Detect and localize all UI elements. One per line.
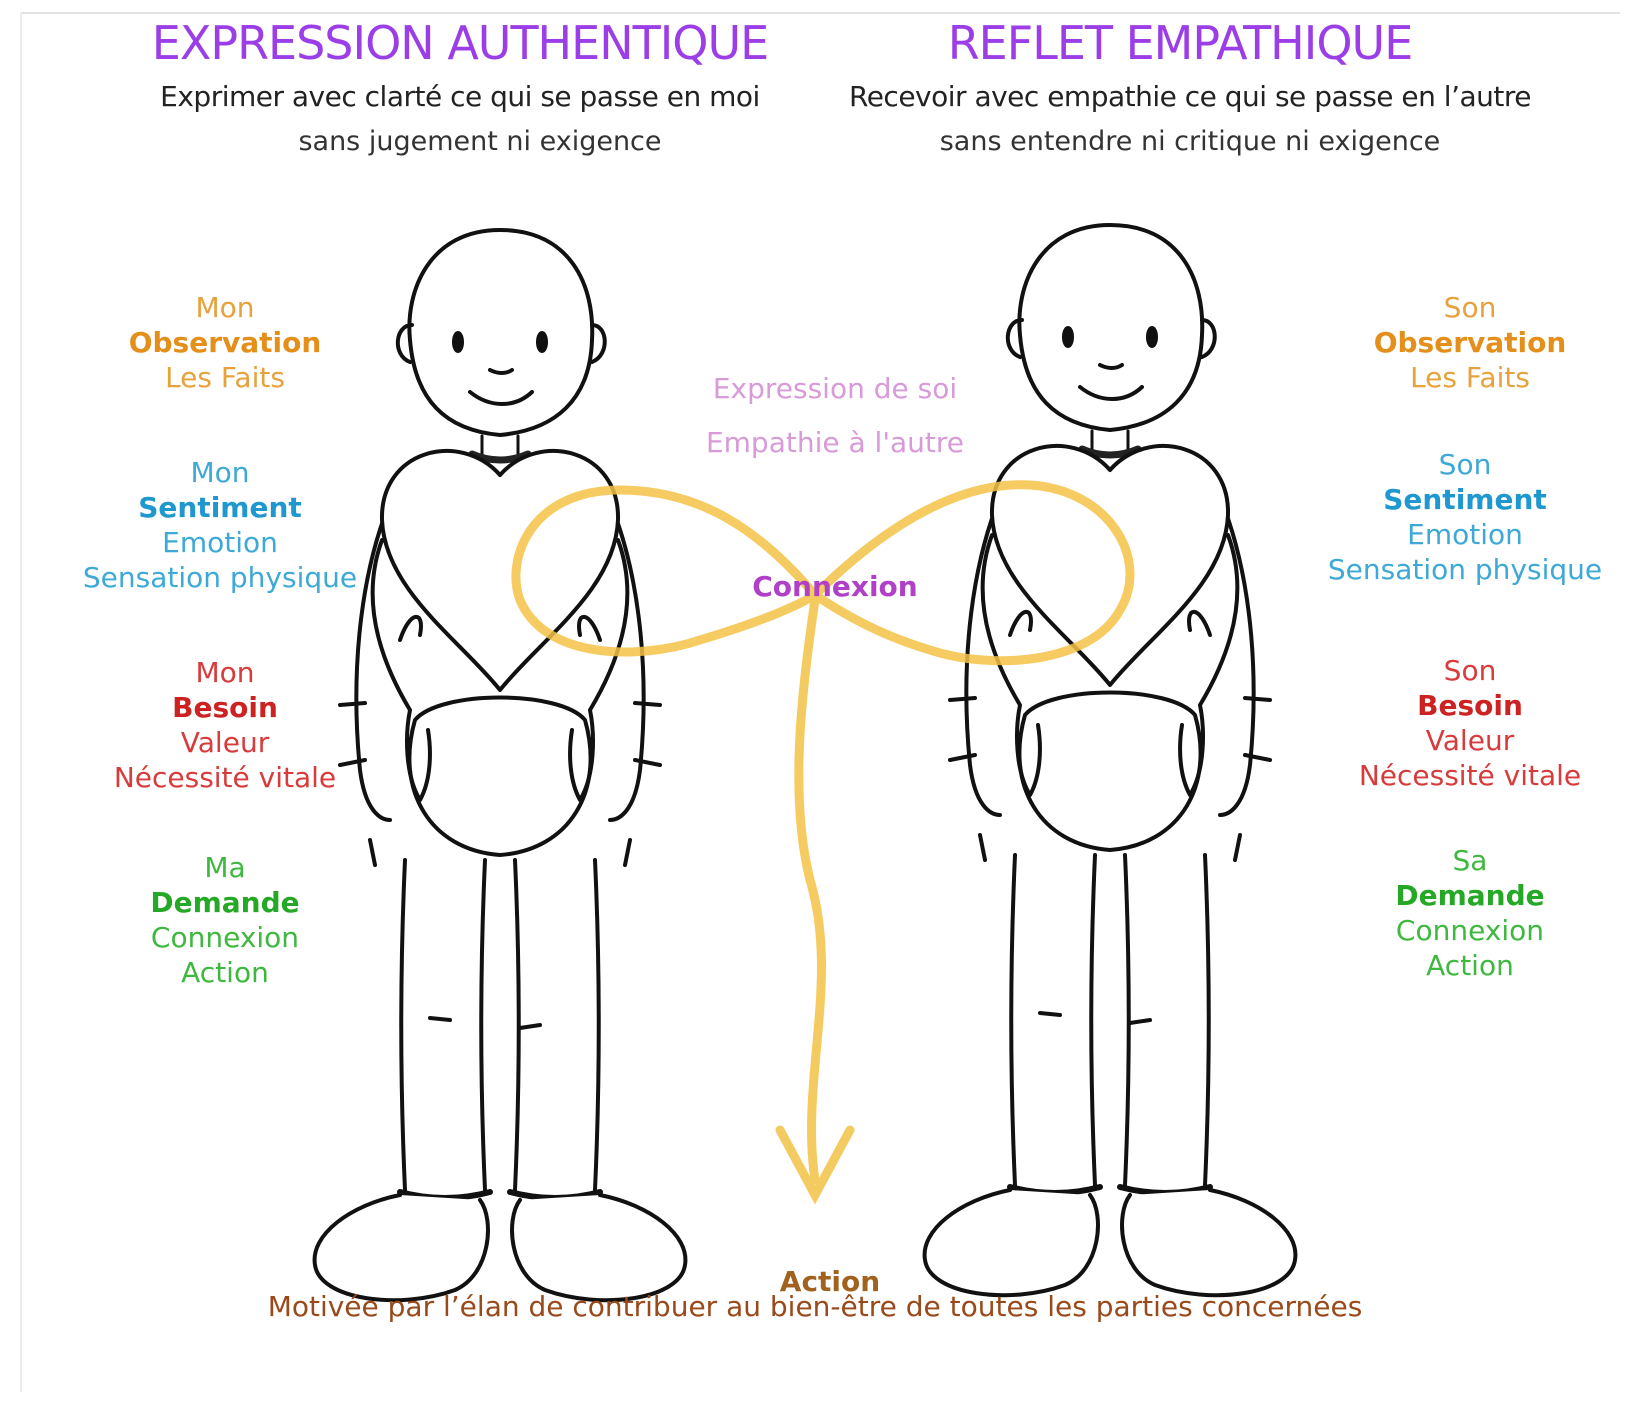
left-demande: Ma Demande Connexion Action — [110, 850, 340, 990]
right-sentiment-post2: Sensation physique — [1305, 552, 1625, 587]
right-sentiment: Son Sentiment Emotion Sensation physique — [1305, 447, 1625, 587]
right-besoin-post2: Nécessité vitale — [1340, 758, 1600, 793]
left-observation-pre: Mon — [100, 290, 350, 325]
footer-caption: Motivée par l’élan de contribuer au bien… — [0, 1290, 1630, 1323]
right-demande: Sa Demande Connexion Action — [1355, 843, 1585, 983]
connexion-label: Connexion — [720, 570, 950, 603]
right-besoin-main: Besoin — [1340, 688, 1600, 723]
right-observation-post: Les Faits — [1345, 360, 1595, 395]
left-demande-post1: Connexion — [110, 920, 340, 955]
right-sentiment-post1: Emotion — [1305, 517, 1625, 552]
right-besoin-post1: Valeur — [1340, 723, 1600, 758]
right-sentiment-pre: Son — [1305, 447, 1625, 482]
right-demande-post2: Action — [1355, 948, 1585, 983]
right-demande-pre: Sa — [1355, 843, 1585, 878]
left-sentiment-post1: Emotion — [60, 525, 380, 560]
right-observation-pre: Son — [1345, 290, 1595, 325]
right-besoin-pre: Son — [1340, 653, 1600, 688]
left-sentiment-post2: Sensation physique — [60, 560, 380, 595]
left-sentiment-pre: Mon — [60, 455, 380, 490]
right-sentiment-main: Sentiment — [1305, 482, 1625, 517]
left-demande-pre: Ma — [110, 850, 340, 885]
right-besoin: Son Besoin Valeur Nécessité vitale — [1340, 653, 1600, 793]
left-besoin-post2: Nécessité vitale — [95, 760, 355, 795]
empathie-label: Empathie à l'autre — [690, 426, 980, 459]
left-besoin-pre: Mon — [95, 655, 355, 690]
left-observation-main: Observation — [100, 325, 350, 360]
left-besoin-main: Besoin — [95, 690, 355, 725]
right-observation-main: Observation — [1345, 325, 1595, 360]
left-figure — [315, 230, 686, 1300]
right-demande-main: Demande — [1355, 878, 1585, 913]
left-demande-post2: Action — [110, 955, 340, 990]
right-observation: Son Observation Les Faits — [1345, 290, 1595, 395]
left-sentiment: Mon Sentiment Emotion Sensation physique — [60, 455, 380, 595]
left-besoin-post1: Valeur — [95, 725, 355, 760]
expression-de-soi-label: Expression de soi — [690, 372, 980, 405]
left-sentiment-main: Sentiment — [60, 490, 380, 525]
left-demande-main: Demande — [110, 885, 340, 920]
right-demande-post1: Connexion — [1355, 913, 1585, 948]
right-figure — [925, 225, 1296, 1295]
left-observation: Mon Observation Les Faits — [100, 290, 350, 395]
left-observation-post: Les Faits — [100, 360, 350, 395]
left-besoin: Mon Besoin Valeur Nécessité vitale — [95, 655, 355, 795]
